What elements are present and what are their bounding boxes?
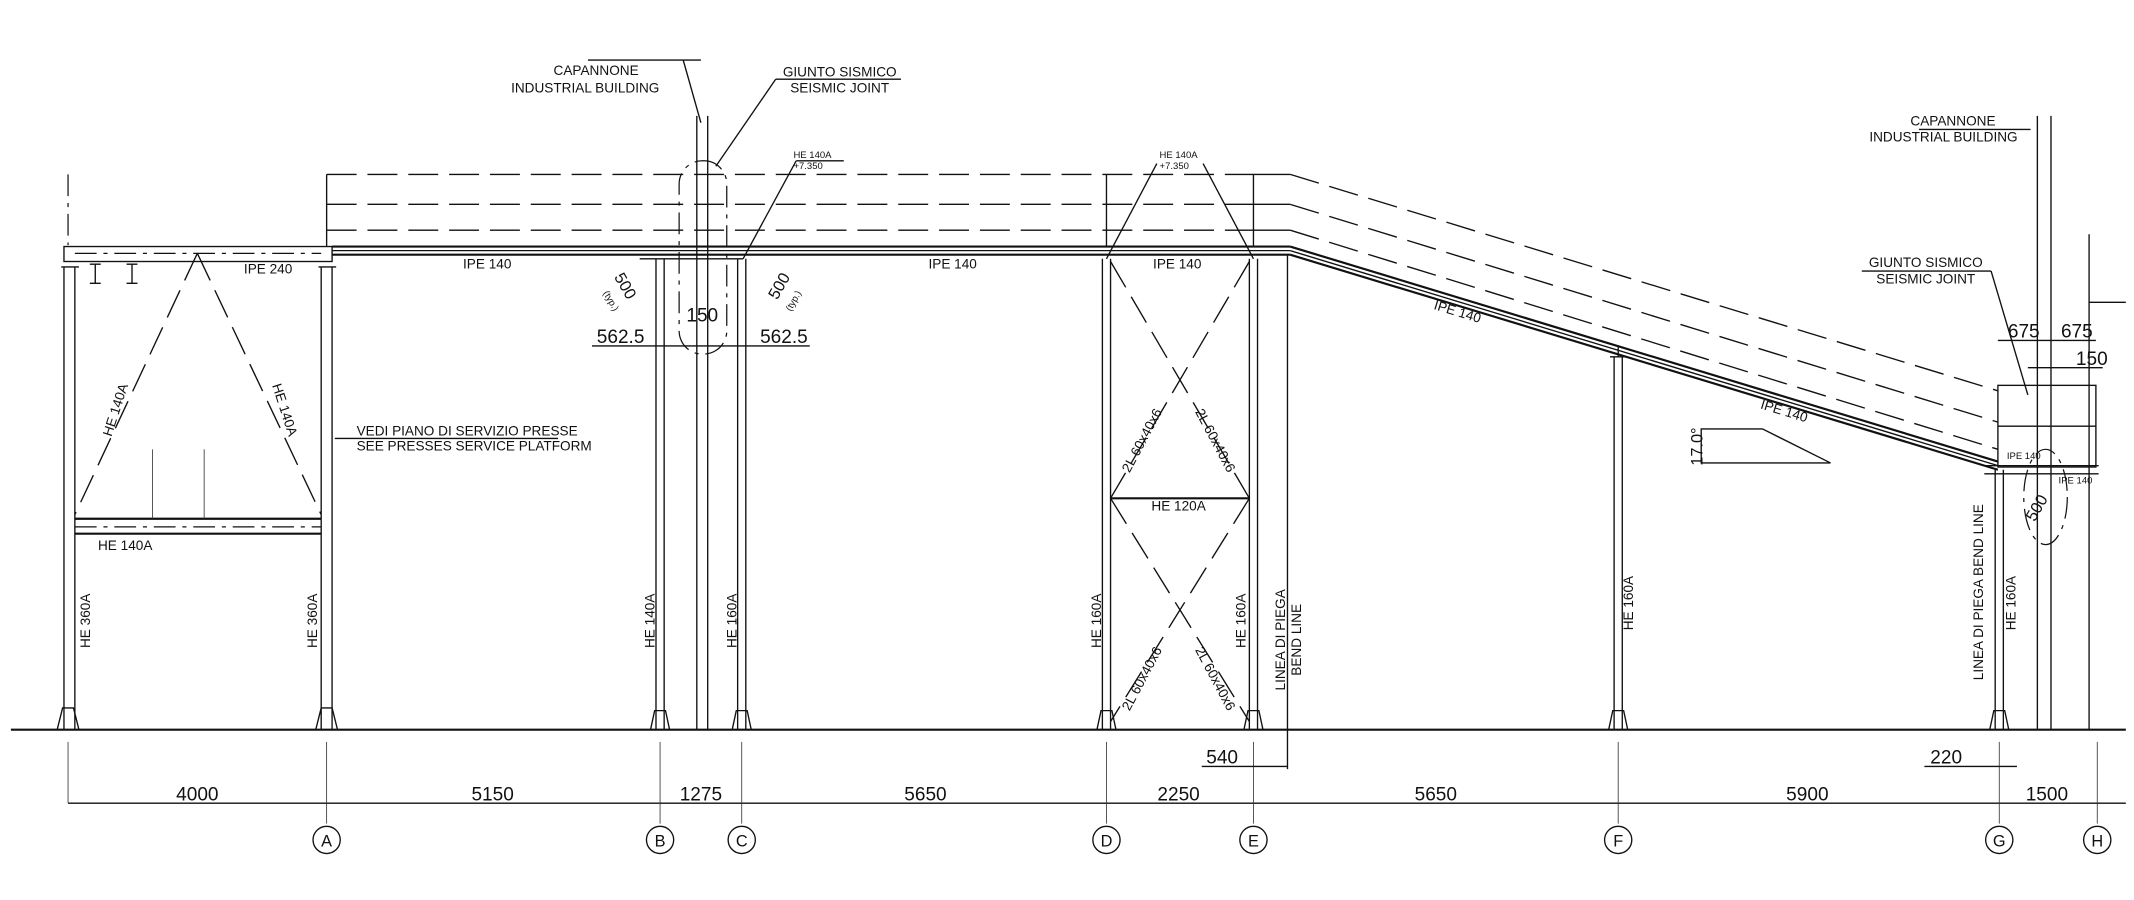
plate-typ: (typ.) — [784, 289, 804, 313]
joint-offset-right: 562.5 — [760, 327, 808, 348]
span-6: 5650 — [1415, 784, 1457, 805]
columns — [649, 258, 2010, 731]
svg-text:INDUSTRIAL BUILDING: INDUSTRIAL BUILDING — [1869, 130, 2017, 145]
span-4: 5650 — [904, 784, 946, 805]
bend-offset-g: 220 — [1930, 748, 1962, 769]
svg-text:IPE 140: IPE 140 — [1153, 256, 1202, 271]
svg-text:SEISMIC JOINT: SEISMIC JOINT — [790, 81, 889, 96]
svg-text:IPE 140: IPE 140 — [928, 256, 977, 271]
grid-bubble-f: F — [1603, 825, 1633, 855]
svg-text:SEE PRESSES SERVICE PLATFORM: SEE PRESSES SERVICE PLATFORM — [357, 439, 592, 454]
svg-text:HE 140A: HE 140A — [98, 538, 153, 553]
span-1: 4000 — [176, 784, 218, 805]
slope-angle: 17.0° — [1689, 427, 1707, 465]
span-7: 5900 — [1786, 784, 1828, 805]
bracing — [1105, 163, 1255, 722]
dimension-labels: 4000 5150 1275 5650 2250 5650 5900 1500 … — [176, 270, 2108, 806]
svg-text:H: H — [2091, 833, 2103, 851]
svg-text:IPE 140: IPE 140 — [463, 256, 512, 271]
grid-bubble-d: D — [1092, 825, 1121, 855]
grid-bubble-g: G — [1984, 825, 2014, 855]
joint-gap: 150 — [686, 305, 718, 326]
svg-text:HE 160A: HE 160A — [2004, 575, 2019, 630]
svg-text:GIUNTO SISMICO: GIUNTO SISMICO — [1869, 255, 1983, 270]
svg-text:F: F — [1613, 833, 1623, 851]
svg-text:D: D — [1101, 833, 1113, 851]
grid-bubble-b: B — [645, 825, 675, 855]
svg-text:HE 140A: HE 140A — [100, 381, 131, 438]
svg-text:VEDI PIANO DI SERVIZIO PRESSE: VEDI PIANO DI SERVIZIO PRESSE — [357, 424, 578, 439]
industrial-building-walls — [334, 59, 2126, 730]
svg-text:2L 60x40x6: 2L 60x40x6 — [1192, 644, 1238, 713]
svg-text:LINEA DI PIEGA: LINEA DI PIEGA — [1273, 588, 1288, 690]
svg-text:IPE 240: IPE 240 — [244, 262, 293, 277]
svg-text:A: A — [321, 833, 332, 851]
svg-text:+7.350: +7.350 — [1160, 161, 1189, 172]
svg-text:HE 160A: HE 160A — [1621, 575, 1636, 630]
grid-bubble-h: H — [2082, 825, 2112, 855]
svg-text:HE 140A: HE 140A — [269, 382, 300, 439]
svg-text:IPE 140: IPE 140 — [2007, 451, 2041, 462]
span-5: 2250 — [1157, 784, 1199, 805]
svg-text:HE 140A: HE 140A — [643, 593, 658, 648]
svg-text:HE 160A: HE 160A — [1233, 593, 1248, 648]
span-8: 1500 — [2026, 784, 2068, 805]
member-labels: IPE 240 IPE 140 IPE 140 IPE 140 IPE 140 … — [78, 256, 2093, 713]
svg-text:HE 120A: HE 120A — [1151, 499, 1206, 514]
grid-bubble-c: C — [727, 825, 757, 855]
platform-frame — [56, 174, 339, 731]
svg-text:+7.350: +7.350 — [793, 161, 822, 172]
svg-text:IPE 140: IPE 140 — [2059, 475, 2093, 486]
svg-text:HE 140A: HE 140A — [793, 150, 832, 161]
svg-text:HE 160A: HE 160A — [724, 593, 739, 648]
svg-text:CAPANNONE: CAPANNONE — [1910, 113, 1995, 128]
span-2: 5150 — [471, 784, 513, 805]
svg-text:CAPANNONE: CAPANNONE — [554, 63, 639, 78]
svg-text:2L 60x40x6: 2L 60x40x6 — [1119, 406, 1165, 475]
svg-text:HE 160A: HE 160A — [1089, 593, 1104, 648]
svg-text:HE 140A: HE 140A — [1160, 150, 1199, 161]
joint-right-2: 675 — [2061, 322, 2093, 343]
svg-text:G: G — [1993, 833, 2006, 851]
svg-text:BEND LINE: BEND LINE — [1289, 604, 1304, 676]
svg-text:2L 60x40x6: 2L 60x40x6 — [1192, 406, 1238, 475]
svg-text:E: E — [1248, 833, 1259, 851]
bend-offset-e: 540 — [1206, 748, 1238, 769]
svg-text:LINEA DI PIEGA BEND LINE: LINEA DI PIEGA BEND LINE — [1971, 504, 1986, 680]
grid-bubble-a: A — [312, 825, 341, 855]
svg-text:HE 360A: HE 360A — [305, 593, 320, 648]
dimension-lines — [67, 339, 2126, 824]
joint-right-1: 675 — [2008, 322, 2040, 343]
grid-bubble-e: E — [1239, 825, 1268, 855]
grid-axes: A B C D E F G H — [312, 825, 2112, 855]
plate-typ: (typ.) — [600, 289, 620, 313]
svg-text:GIUNTO SISMICO: GIUNTO SISMICO — [783, 64, 897, 79]
svg-text:INDUSTRIAL BUILDING: INDUSTRIAL BUILDING — [511, 81, 659, 96]
notes: CAPANNONE INDUSTRIAL BUILDING GIUNTO SIS… — [357, 63, 2018, 690]
svg-text:C: C — [736, 833, 748, 851]
joint-offset-left: 562.5 — [597, 327, 645, 348]
svg-text:SEISMIC JOINT: SEISMIC JOINT — [1876, 271, 1975, 286]
svg-text:B: B — [655, 833, 666, 851]
svg-text:2L 60x40x6: 2L 60x40x6 — [1119, 644, 1165, 713]
span-3: 1275 — [680, 784, 722, 805]
walkway — [325, 173, 1999, 770]
svg-text:HE 360A: HE 360A — [78, 593, 93, 648]
joint-gap-right: 150 — [2076, 349, 2108, 370]
